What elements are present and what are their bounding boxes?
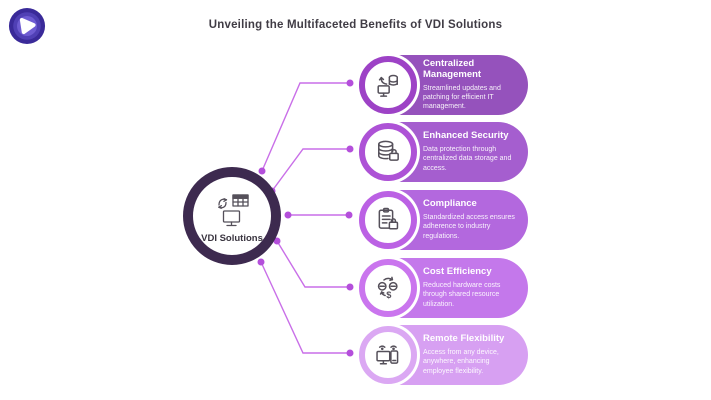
benefit-description: Reduced hardware costs through shared re…	[423, 282, 501, 308]
brand-logo-icon	[8, 7, 46, 45]
benefit-title: Remote Flexibility	[423, 333, 505, 345]
page-title: Unveiling the Multifaceted Benefits of V…	[208, 19, 503, 31]
benefit-title: Compliance	[423, 198, 477, 210]
devices-wifi-icon	[359, 326, 417, 384]
benefit-title: Enhanced Security	[423, 130, 509, 142]
benefit-description: Access from any device, anywhere, enhanc…	[423, 349, 499, 375]
vdi-monitor-table-sync-icon	[218, 193, 249, 226]
svg-text:$: $	[386, 290, 391, 300]
benefit-title: Cost Efficiency	[423, 266, 492, 278]
center-node-label: VDI Solutions	[201, 232, 263, 244]
center-node-vdi-solutions: VDI Solutions	[183, 167, 281, 265]
benefit-description: Standardized access ensures adherence to…	[423, 214, 515, 240]
clipboard-lock-icon	[359, 191, 417, 249]
database-lock-icon	[359, 123, 417, 181]
coins-cycle-icon: $	[359, 259, 417, 317]
benefit-title: Centralized Management	[423, 57, 482, 80]
benefit-description: Data protection through centralized data…	[423, 146, 512, 172]
monitor-update-stack-icon	[359, 56, 417, 114]
benefit-description: Streamlined updates and patching for eff…	[423, 84, 501, 110]
